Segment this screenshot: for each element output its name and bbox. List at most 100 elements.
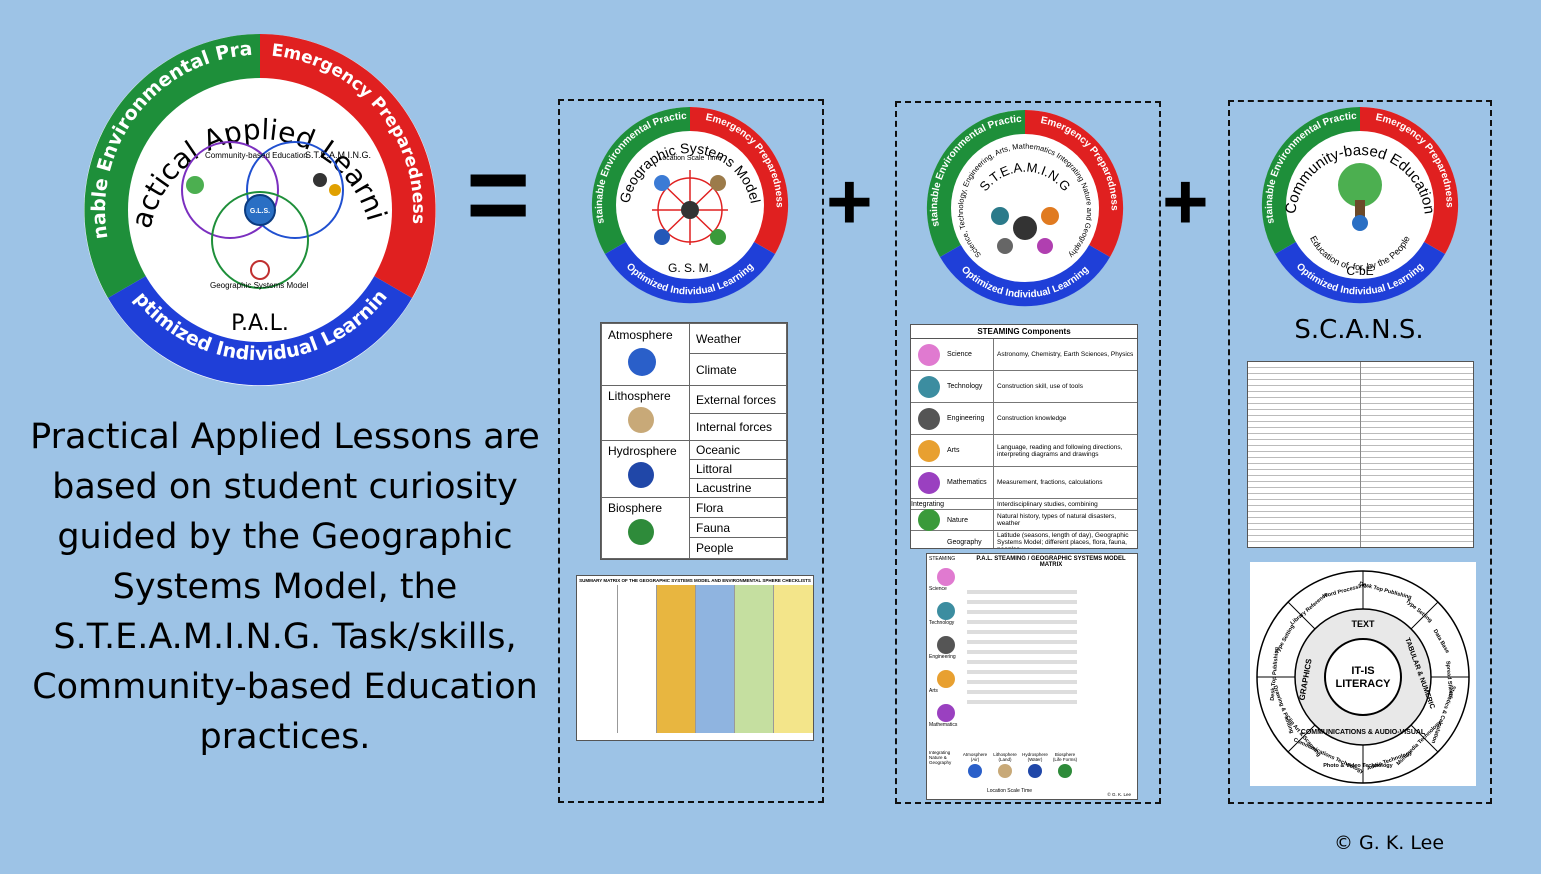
pal-gsm-label: Geographic Systems Model [210,281,308,290]
atmosphere-icon [628,348,656,376]
gsm-network-icon [250,260,270,280]
steaming-masks-icon [1041,207,1059,225]
pal-logo: Sustainable Environmental Practices Emer… [80,30,436,386]
pal-matrix-footer-spheres: Atmosphere (Air) Lithosphere (Land) Hydr… [961,752,1079,780]
scans-label: S.C.A.N.S. [1294,315,1424,345]
spheres-table: Atmosphere Weather Climate Lithosphere Ext… [600,322,788,560]
sphere-item: Weather [689,323,787,354]
gls-globe-icon [244,194,276,226]
scans-table [1247,361,1474,548]
gsm-box [558,99,824,803]
lithosphere-icon [628,407,654,433]
pal-matrix-axis: Location Scale Time [987,788,1033,794]
steaming-logo: Sustainable Environmental Practices Emer… [925,108,1124,307]
sphere-item: Internal forces [689,413,787,441]
sphere-item: Lacustrine [689,478,787,498]
sphere-name: Lithosphere [608,389,671,403]
pal-abbrev: P.A.L. [231,311,289,336]
steaming-box [895,101,1161,804]
cbe-tree-people-icon [1338,163,1382,207]
hydrosphere-icon [628,462,654,488]
biosphere-globe-icon [710,229,726,245]
pal-cbe-label: Community-based Education [205,151,308,160]
plus-sign-1: + [826,157,873,246]
science-icon [918,343,940,366]
pal-matrix-rows: Science Technology Engineering Arts Math… [929,568,963,738]
cbe-box [1228,100,1492,804]
summary-matrix: SUMMARY MATRIX OF THE GEOGRAPHIC SYSTEMS… [576,575,814,741]
pal-matrix-footer-label: Integrating Nature & Geography [929,750,952,765]
sphere-name: Atmosphere [608,328,673,342]
copyright: © G. K. Lee [1334,832,1445,854]
sphere-name: Hydrosphere [608,444,677,458]
matrix-technology-icon [937,602,955,620]
hydrosphere-globe-icon [654,229,670,245]
sphere-item: Littoral [689,459,787,479]
equals-sign: = [466,133,531,256]
yin-yang-icon [313,173,327,187]
pal-matrix-credit: © G. K. Lee [1107,792,1131,797]
cbe-tree-icon [186,176,204,194]
summary-matrix-title: SUMMARY MATRIX OF THE GEOGRAPHIC SYSTEMS… [579,578,811,583]
description-text: Practical Applied Lessons are based on s… [30,417,540,757]
it-inner-communications: COMMUNICATIONS & AUDIO-VISUAL [1301,729,1426,736]
matrix-lithosphere-icon [998,764,1012,778]
svg-text:Spread Sheets: Spread Sheets [1444,661,1453,700]
pal-steaming-label: S.T.E.A.M.I.N.G. [305,150,371,160]
pal-matrix-header: STEAMING [929,556,956,562]
pal-matrix-lines [967,584,1077,744]
matrix-engineering-icon [937,636,955,654]
arts-icon [918,439,940,462]
matrix-science-icon [937,568,955,586]
sphere-item: External forces [689,385,787,414]
steaming-math-icon [1037,238,1053,254]
summary-matrix-grid [577,585,813,733]
nature-geography-icon [918,509,940,531]
venn-cbe-circle [181,141,279,239]
sphere-item: Climate [689,353,787,386]
engineering-icon [918,407,940,430]
sphere-item: Oceanic [689,440,787,460]
svg-text:Photo & Video Technology: Photo & Video Technology [1323,763,1393,769]
sphere-item: People [689,537,787,559]
cbe-logo: Sustainable Environmental Practices Emer… [1260,105,1459,304]
matrix-mathematics-icon [937,704,955,722]
steaming-tree-icon [991,207,1009,225]
matrix-atmosphere-icon [968,764,982,778]
technology-icon [918,375,940,398]
cbe-globe-icon [1352,215,1368,231]
matrix-hydrosphere-icon [1028,764,1042,778]
gsm-abbrev: G. S. M. [668,261,712,275]
venn-steaming-circle [246,141,344,239]
gsm-logo: Sustainable Environmental Practices Emer… [590,105,789,304]
pal-matrix-title: P.A.L. STEAMING / GEOGRAPHIC SYSTEMS MOD… [976,556,1126,568]
steaming-components-title: STEAMING Components [911,325,1137,339]
svg-text:Desk Top Publishing: Desk Top Publishing [1270,647,1281,701]
it-inner-text: TEXT [1351,619,1375,629]
steaming-yin-yang-icon [1013,216,1037,240]
sphere-item: Flora [689,497,787,518]
matrix-biosphere-icon [1058,764,1072,778]
gsm-yin-yang-icon [681,201,699,219]
arts-mask-icon [329,184,341,196]
sphere-name: Biosphere [608,501,663,515]
sphere-item: Fauna [689,517,787,538]
matrix-arts-icon [937,670,955,688]
venn-gsm-circle [211,191,309,289]
plus-sign-2: + [1162,157,1209,246]
mathematics-icon [918,471,940,494]
pal-center-label: G.L.S. [250,208,270,215]
biosphere-icon [628,519,654,545]
